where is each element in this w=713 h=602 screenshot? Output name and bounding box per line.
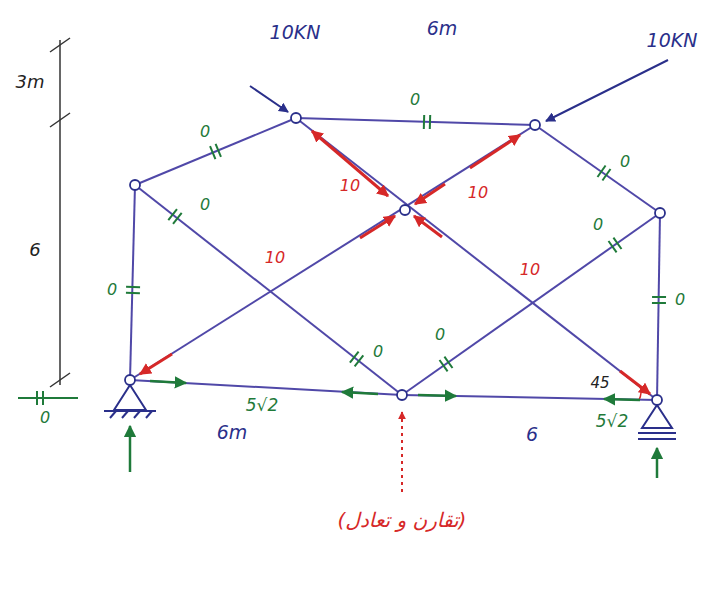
zero-tick xyxy=(598,166,611,181)
zero-force-mark: 0 xyxy=(618,153,632,171)
truss-member xyxy=(402,213,660,395)
member-force-arrows xyxy=(140,131,650,400)
force-arrow xyxy=(140,354,172,374)
truss-member xyxy=(130,125,535,380)
dimension-tick xyxy=(50,38,70,52)
ground-line xyxy=(638,438,676,440)
member-force: 5√2 xyxy=(594,412,630,431)
ground-hatch xyxy=(146,411,152,418)
reaction-arrow xyxy=(401,412,403,492)
load-arrows xyxy=(250,60,668,121)
force-arrow xyxy=(418,395,456,396)
truss-member xyxy=(130,185,135,380)
load-arrow xyxy=(250,86,288,112)
force-arrow xyxy=(150,381,186,383)
truss-member xyxy=(135,185,402,395)
zero-tick xyxy=(168,209,181,224)
dimension-label: 6m xyxy=(425,18,460,39)
zero-force-mark: 0 xyxy=(198,196,212,214)
angle-arc xyxy=(639,386,641,400)
ground-hatch xyxy=(134,411,140,418)
force-arrow xyxy=(415,184,445,204)
truss-member xyxy=(135,118,296,185)
member-force: 5√2 xyxy=(244,396,280,415)
joint xyxy=(652,395,662,405)
reaction-arrows xyxy=(130,426,657,478)
zero-force-mark: 0 xyxy=(38,409,52,427)
zero-force-mark: 0 xyxy=(408,91,422,109)
load-label: 10KN xyxy=(645,30,700,51)
ground-line xyxy=(104,410,156,412)
dimension-line xyxy=(50,38,70,387)
zero-tick xyxy=(350,352,363,367)
member-force: 10 xyxy=(263,249,287,267)
zero-tick xyxy=(37,391,43,405)
force-arrow xyxy=(620,371,650,394)
load-arrow xyxy=(546,60,668,121)
zero-tick xyxy=(440,357,453,372)
joint xyxy=(130,180,140,190)
joint xyxy=(655,208,665,218)
supports xyxy=(104,385,676,439)
load-label: 10KN xyxy=(268,22,323,43)
member-force: 10 xyxy=(518,261,542,279)
force-arrow xyxy=(604,399,640,400)
force-arrow xyxy=(312,131,388,196)
joint xyxy=(397,390,407,400)
joint xyxy=(291,113,301,123)
dimension-tick xyxy=(50,113,70,127)
member-force: 10 xyxy=(466,184,490,202)
dimension-label: 6m xyxy=(215,422,250,443)
joint xyxy=(400,205,410,215)
force-arrow xyxy=(414,216,442,237)
joint xyxy=(530,120,540,130)
truss-member xyxy=(402,395,657,400)
zero-force-mark: 0 xyxy=(591,216,605,234)
zero-force-mark: 0 xyxy=(198,123,212,141)
truss-member xyxy=(657,213,660,400)
chord-force-arrows xyxy=(150,381,640,400)
dimension-tick xyxy=(50,373,70,387)
dimension-label: 6 xyxy=(524,424,540,445)
zero-tick xyxy=(126,287,140,293)
angle-label: 45 xyxy=(588,375,611,392)
truss-member xyxy=(296,118,535,125)
dimension-label: 3m xyxy=(14,72,47,92)
reaction-line xyxy=(18,397,78,399)
dimension-label: 6 xyxy=(27,240,42,260)
reaction-arrow xyxy=(129,426,132,472)
pin-support xyxy=(114,385,146,410)
ground-hatch xyxy=(110,411,116,418)
reaction-arrow xyxy=(656,448,659,478)
joints xyxy=(125,113,665,405)
zero-tick xyxy=(210,144,221,159)
zero-force-ticks xyxy=(18,115,666,405)
zero-tick xyxy=(424,115,430,129)
truss-member xyxy=(296,118,657,400)
roller-line xyxy=(638,432,676,434)
reaction-note: (تقارن و تعادل) xyxy=(336,509,469,531)
joint xyxy=(125,375,135,385)
force-arrow xyxy=(360,216,395,238)
force-arrow xyxy=(342,392,378,394)
truss-member xyxy=(535,125,660,213)
zero-tick xyxy=(652,297,666,303)
zero-force-mark: 0 xyxy=(433,326,447,344)
zero-tick xyxy=(609,238,622,253)
zero-force-mark: 0 xyxy=(371,343,385,361)
truss-member xyxy=(130,380,402,395)
member-force: 10 xyxy=(338,177,362,195)
roller-support xyxy=(642,405,672,428)
ground-hatch xyxy=(122,411,128,418)
force-arrow xyxy=(470,135,520,168)
zero-force-mark: 0 xyxy=(105,281,119,299)
dimension-line xyxy=(59,40,61,385)
zero-force-mark: 0 xyxy=(673,291,687,309)
truss-members xyxy=(130,118,660,400)
